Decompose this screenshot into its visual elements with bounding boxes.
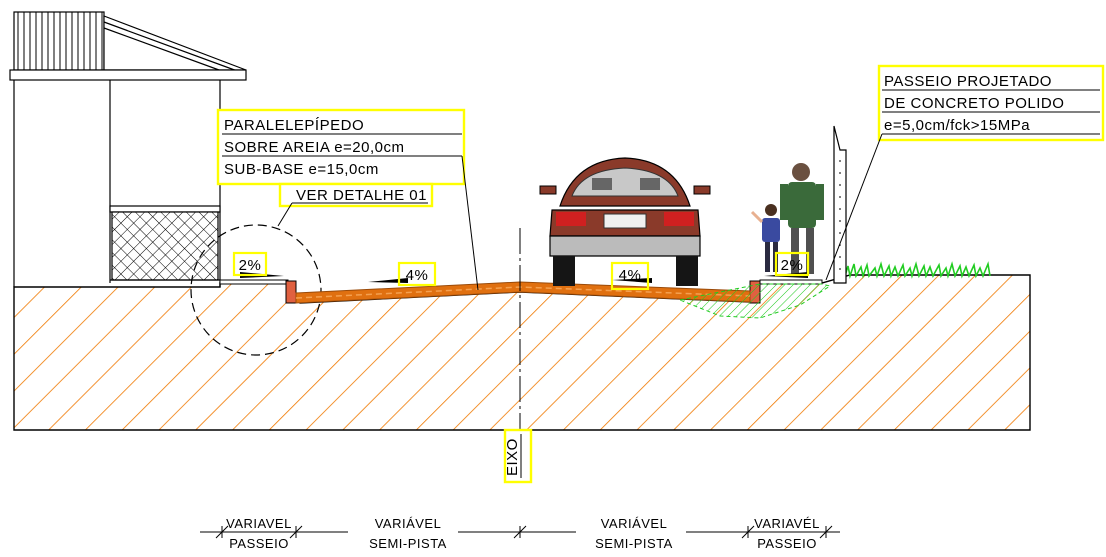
slope-label-left-lane: 4%: [397, 261, 437, 287]
slope-label-left-sidewalk: 2%: [232, 251, 268, 277]
sidewalk-note-line1: PASSEIO PROJETADO: [884, 73, 1052, 90]
dim-right-sidewalk-bottom: PASSEIO: [757, 536, 817, 551]
dim-right-sidewalk-top: VARIAVÉL: [754, 516, 820, 531]
detail-circle: [190, 224, 322, 356]
dim-left-sidewalk-bottom: PASSEIO: [229, 536, 289, 551]
svg-text:4%: 4%: [406, 267, 429, 284]
sidewalk-note-line3: e=5,0cm/fck>15MPa: [884, 117, 1030, 134]
pavement-note-line3: SUB-BASE e=15,0cm: [224, 161, 379, 178]
slope-label-right-sidewalk: 2%: [774, 251, 810, 277]
svg-text:4%: 4%: [619, 267, 642, 284]
detail-reference: VER DETALHE 01: [277, 182, 434, 227]
slope-arrows: [240, 272, 808, 283]
dim-left-lane-top: VARIÁVEL: [375, 516, 442, 531]
pavement-note: PARALELEPÍPEDO SOBRE AREIA e=20,0cm SUB-…: [216, 108, 479, 291]
pedestrians: [750, 163, 824, 274]
dim-left-lane-bottom: SEMI-PISTA: [369, 536, 447, 551]
svg-text:2%: 2%: [239, 257, 262, 274]
sidewalk-note: PASSEIO PROJETADO DE CONCRETO POLIDO e=5…: [825, 64, 1105, 281]
dimension-labels: VARIAVEL PASSEIO VARIÁVEL SEMI-PISTA VAR…: [226, 512, 820, 552]
dim-right-lane-bottom: SEMI-PISTA: [595, 536, 673, 551]
svg-text:EIXO: EIXO: [504, 438, 521, 476]
pavement-note-line1: PARALELEPÍPEDO: [224, 117, 364, 134]
slope-label-right-lane: 4%: [610, 261, 650, 291]
dimension-line: [200, 525, 840, 539]
svg-text:VER DETALHE 01: VER DETALHE 01: [296, 187, 427, 204]
house-drawing: [9, 11, 247, 287]
dim-right-lane-top: VARIÁVEL: [601, 516, 668, 531]
sidewalk-note-line2: DE CONCRETO POLIDO: [884, 95, 1064, 112]
axis-label: EIXO: [503, 428, 533, 484]
fence-post: [833, 125, 847, 284]
pavement-note-line2: SOBRE AREIA e=20,0cm: [224, 139, 405, 156]
dim-left-sidewalk-top: VARIAVEL: [226, 516, 292, 531]
ground-section: [13, 274, 1031, 431]
left-sidewalk: [219, 279, 297, 304]
car-rear-view: [539, 157, 711, 286]
svg-text:2%: 2%: [781, 257, 804, 274]
grass-area: [678, 261, 991, 319]
